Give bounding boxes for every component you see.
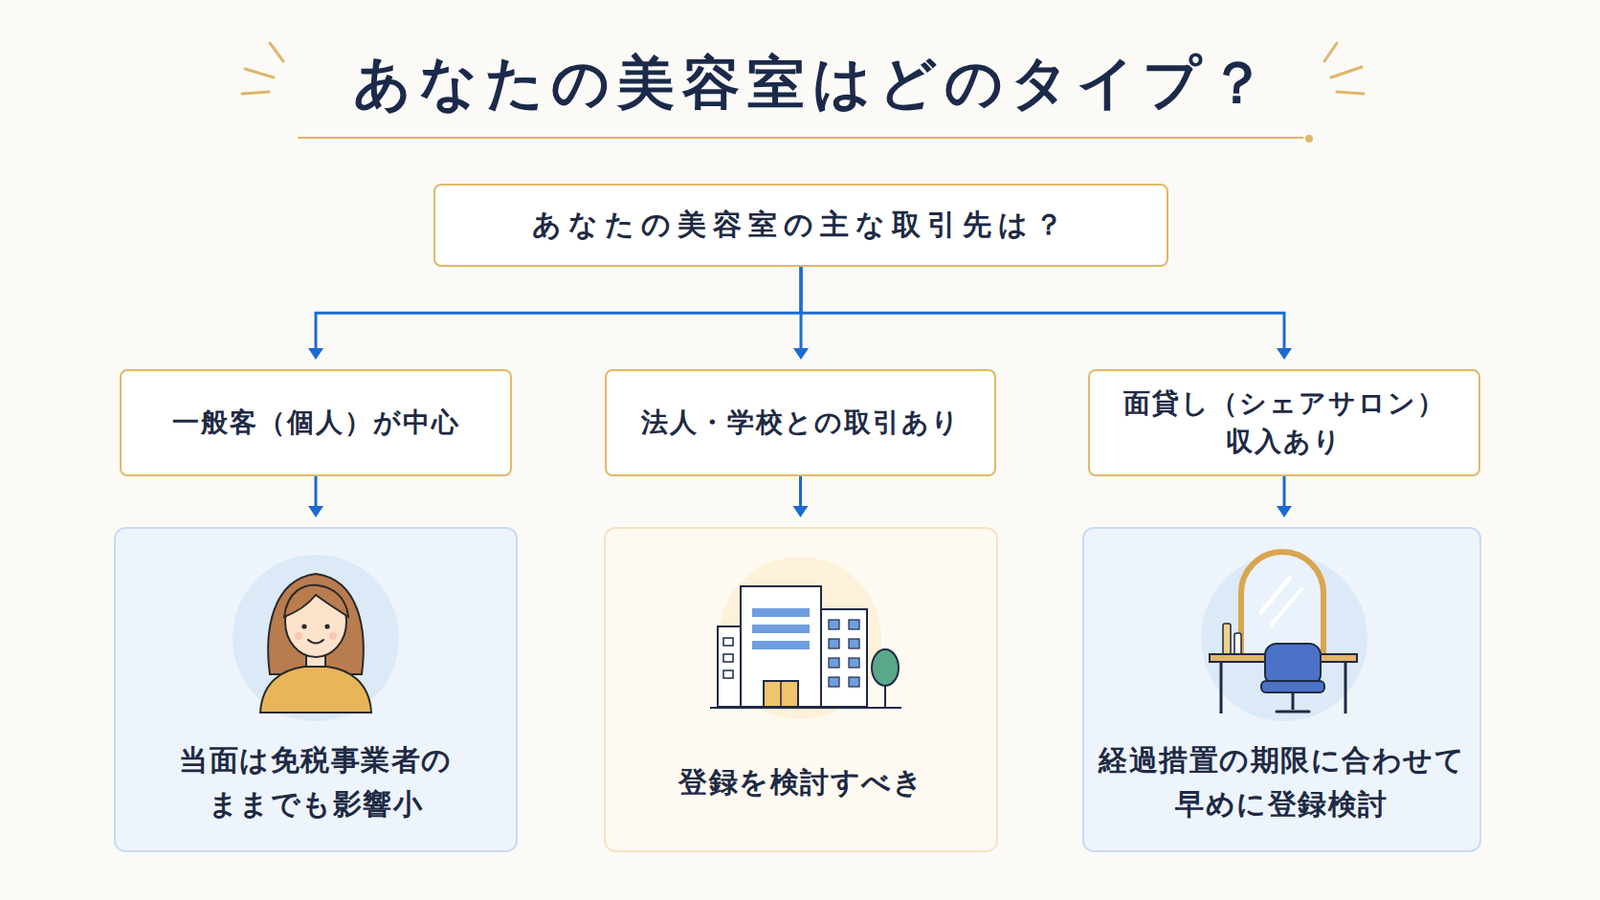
- arrow-head: [1276, 348, 1292, 360]
- option-box: 面貸し（シェアサロン） 収入あり: [1088, 369, 1481, 477]
- connector-line: [314, 476, 318, 509]
- connector-arrow: [1276, 476, 1292, 518]
- connector-line: [1283, 476, 1287, 509]
- result-card: 当面は免税事業者の ままでも影響小: [113, 527, 518, 853]
- connector-line: [800, 266, 1285, 351]
- node-text: 当面は免税事業者の ままでも影響小: [115, 738, 516, 827]
- arrow-head: [793, 506, 809, 518]
- arrow-head: [793, 348, 809, 360]
- salon-chair-illustration: [1200, 552, 1368, 722]
- result-card: 登録を検討すべき: [603, 527, 999, 853]
- node-text: 経過措置の期限に合わせて 早めに登録検討: [1084, 738, 1480, 827]
- node-text: 登録を検討すべき: [672, 760, 930, 805]
- connector-arrow: [308, 266, 801, 360]
- connector-line: [799, 476, 802, 509]
- node-text: 法人・学校との取引あり: [622, 403, 980, 443]
- title-underline: [297, 136, 1304, 139]
- arrow-head: [1276, 506, 1292, 518]
- connector-line: [315, 266, 801, 351]
- text-area: 登録を検討すべき: [605, 720, 997, 845]
- node-text: 面貸し（シェアサロン） 収入あり: [1089, 384, 1479, 462]
- connector-line: [800, 266, 803, 351]
- arrow-head: [308, 348, 324, 360]
- connector-arrow: [308, 476, 324, 518]
- node-text: あなたの美容室の主な取引先は？: [532, 205, 1070, 245]
- result-card: 経過措置の期限に合わせて 早めに登録検討: [1082, 527, 1482, 853]
- node-text: 一般客（個人）が中心: [153, 403, 480, 443]
- person-illustration: [232, 555, 400, 722]
- option-box: 一般客（個人）が中心: [119, 369, 512, 477]
- arrow-head: [308, 506, 324, 518]
- connector-arrow: [800, 266, 1292, 360]
- sunburst: [242, 43, 1364, 94]
- underline-dot: [1305, 134, 1313, 143]
- text-area: 当面は免税事業者の ままでも影響小: [115, 720, 516, 845]
- building-illustration: [710, 556, 902, 720]
- question-box: あなたの美容室の主な取引先は？: [433, 183, 1169, 267]
- diagram-title: あなたの美容室はどのタイプ？: [334, 47, 1292, 117]
- text-area: 経過措置の期限に合わせて 早めに登録検討: [1084, 720, 1480, 845]
- connector-arrow: [793, 266, 809, 360]
- option-box: 法人・学校との取引あり: [604, 369, 997, 477]
- connector-arrow: [793, 476, 809, 518]
